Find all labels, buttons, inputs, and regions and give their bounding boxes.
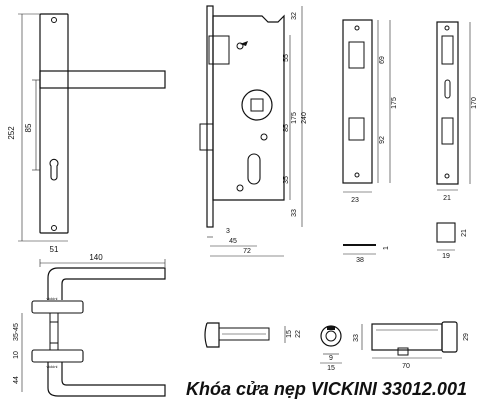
dim-box-width: 19 — [442, 253, 450, 260]
dim-latch-b: 22 — [295, 330, 302, 338]
dim-cyl-length: 70 — [402, 363, 410, 370]
dim-face-mid: 175 — [391, 97, 398, 109]
upper-rose — [31, 300, 84, 314]
lower-lever-profile — [47, 362, 166, 397]
mortise-faceplate-edge — [206, 5, 214, 228]
mortise-case — [212, 14, 285, 201]
cylinder-view: 33 70 29 — [353, 321, 470, 370]
case-screw-lower — [236, 184, 244, 192]
cylinder-keyhole — [49, 158, 59, 181]
dim-plate-width: 51 — [50, 245, 59, 254]
case-screw-mid — [260, 133, 268, 141]
dim-rose-top: 35-45 — [13, 323, 20, 341]
faceplate-screw-top — [354, 25, 360, 31]
deadbolt — [199, 123, 214, 151]
faceplate-deadbolt-slot — [348, 117, 365, 141]
dim-edge-width: 38 — [356, 257, 364, 264]
dim-backset: 45 — [229, 238, 237, 245]
latch-body — [218, 327, 270, 341]
case-screw-upper — [236, 42, 244, 50]
cylinder-body — [371, 323, 443, 351]
lower-rose — [31, 349, 84, 363]
strike-screw-top — [444, 25, 450, 31]
faceplate-screw-bottom — [354, 172, 360, 178]
dim-spindle-top: 55 — [283, 54, 290, 62]
product-caption: Khóa cửa nẹp VICKINI 33012.001 — [186, 379, 467, 399]
dim-body: 175 — [291, 112, 298, 124]
dim-lever-length: 140 — [89, 253, 103, 262]
cylinder-cam — [397, 347, 409, 356]
dim-face-width: 23 — [351, 197, 359, 204]
follower-square — [250, 98, 264, 112]
dim-backset-axis: 85 — [283, 124, 290, 132]
dim-turn-b: 15 — [327, 365, 335, 372]
faceplate-view: 69 175 92 23 38 1 — [342, 19, 398, 264]
handle-lever-front — [39, 70, 166, 89]
handle-backplate — [39, 13, 69, 234]
dim-box-height: 21 — [461, 229, 468, 237]
strike-slot-upper — [441, 35, 454, 65]
faceplate-outline — [342, 19, 373, 184]
thumb-turn-view: 9 15 — [320, 325, 342, 372]
strike-outline — [436, 21, 459, 185]
dim-cyl-height: 33 — [353, 334, 360, 342]
latch-tongue — [204, 322, 220, 348]
mortise-lock-body: 32 55 175 240 85 35 33 3 45 72 — [199, 5, 308, 257]
dim-edge-thickness: 1 — [383, 246, 390, 250]
rose-brand-mark: vickini — [47, 296, 58, 301]
dim-rose-mid: 10 — [13, 351, 20, 359]
turn-inner — [325, 330, 337, 342]
dim-depth: 72 — [243, 248, 251, 255]
faceplate-edge-view — [343, 244, 376, 246]
rose-brand-mark-lower: vickini — [47, 364, 58, 369]
dim-cyl-knob: 29 — [463, 333, 470, 341]
dim-turn-a: 9 — [329, 355, 333, 362]
latch-view: 15 22 — [204, 322, 302, 348]
backplate-bottom-screw — [51, 225, 57, 231]
handle-front-view: 252 85 51 140 — [7, 13, 166, 267]
strike-slot-lower — [441, 117, 454, 145]
strike-plate-view: 170 21 19 21 — [436, 21, 478, 260]
dim-latch-a: 15 — [286, 330, 293, 338]
turn-tab — [327, 326, 335, 330]
dim-plate-height: 252 — [7, 126, 16, 140]
dim-strike-length: 170 — [471, 97, 478, 109]
dim-face-lower: 92 — [379, 136, 386, 144]
dim-strike-width: 21 — [443, 195, 451, 202]
upper-lever-profile — [47, 267, 166, 300]
spindle-upper — [49, 312, 59, 344]
cylinder-knob — [441, 321, 458, 353]
dim-bottom: 33 — [291, 209, 298, 217]
arrow-mark — [240, 41, 248, 46]
faceplate-latch-slot — [348, 41, 365, 69]
cylinder-cutout — [247, 153, 261, 185]
dim-overall: 240 — [301, 112, 308, 124]
handle-side-view: vickini vickini 35-45 10 44 — [13, 267, 166, 397]
strike-box — [436, 222, 456, 243]
dim-top-offset: 32 — [291, 12, 298, 20]
dim-plate-center: 85 — [24, 123, 33, 132]
backplate-top-screw — [51, 17, 57, 23]
strike-oval-slot — [444, 79, 451, 99]
spindle-lower — [49, 321, 59, 351]
latch-bolt — [208, 35, 230, 65]
strike-screw-bottom — [444, 173, 450, 179]
dim-lower-axis: 35 — [283, 176, 290, 184]
dim-lower: 44 — [13, 376, 20, 384]
follower-hub — [241, 89, 273, 121]
dim-face-offset: 3 — [226, 228, 230, 235]
dim-face-upper: 69 — [379, 56, 386, 64]
